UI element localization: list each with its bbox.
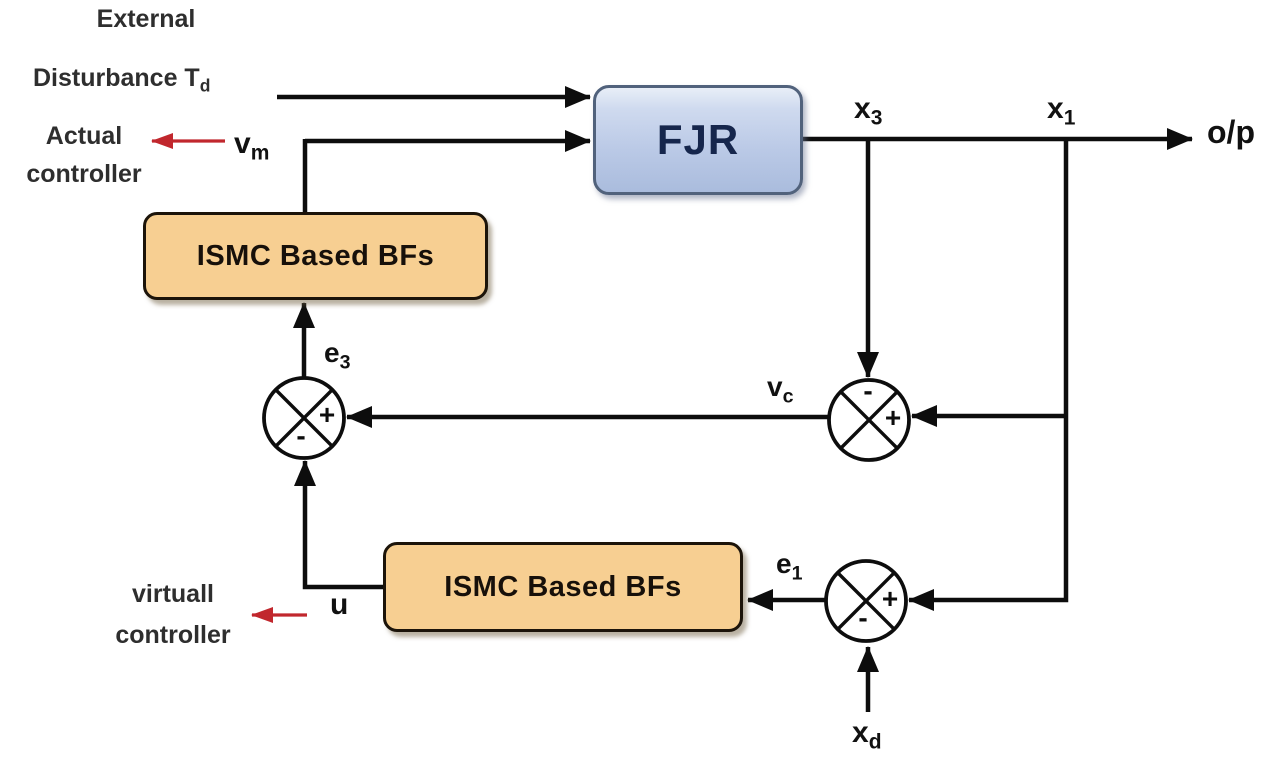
summing-junction-e1 (824, 559, 908, 643)
fjr-block: FJR (593, 85, 803, 195)
output-signal-label: o/p (1207, 114, 1255, 150)
virtual-controller-label: virtuall controller (115, 580, 231, 649)
e1-plus-sign: + (881, 583, 899, 614)
vc-signal-label: vc (767, 371, 794, 408)
vc-minus-sign: - (863, 375, 873, 406)
e3-minus-sign: - (296, 420, 306, 451)
e3-plus-sign: + (318, 399, 336, 430)
e3-signal-label: e3 (324, 337, 351, 374)
disturbance-label: Disturbance Td (33, 64, 211, 96)
u-to-e3-arrow (294, 460, 383, 590)
ismc-upper-label: ISMC Based BFs (196, 239, 435, 272)
ismc-lower-label: ISMC Based BFs (444, 570, 682, 603)
e1-signal-label: e1 (776, 548, 803, 585)
x1-branch-arrow (908, 139, 1069, 611)
u-signal-label: u (330, 588, 349, 621)
e1-minus-sign: - (858, 602, 868, 633)
summing-junction-e3 (262, 376, 346, 460)
x3-signal-label: x3 (854, 92, 883, 130)
vc-plus-sign: + (884, 402, 902, 433)
vm-signal-label: vm (234, 127, 270, 165)
actual-controller-label: Actual controller (26, 122, 142, 188)
fjr-block-label: FJR (656, 116, 740, 163)
ismc-upper-block: ISMC Based BFs (143, 212, 488, 300)
summing-junction-vc (827, 378, 911, 462)
ismc-lower-block: ISMC Based BFs (383, 542, 743, 632)
x1-signal-label: x1 (1047, 92, 1076, 130)
xd-signal-label: xd (852, 716, 882, 754)
external-label: External (96, 5, 196, 33)
